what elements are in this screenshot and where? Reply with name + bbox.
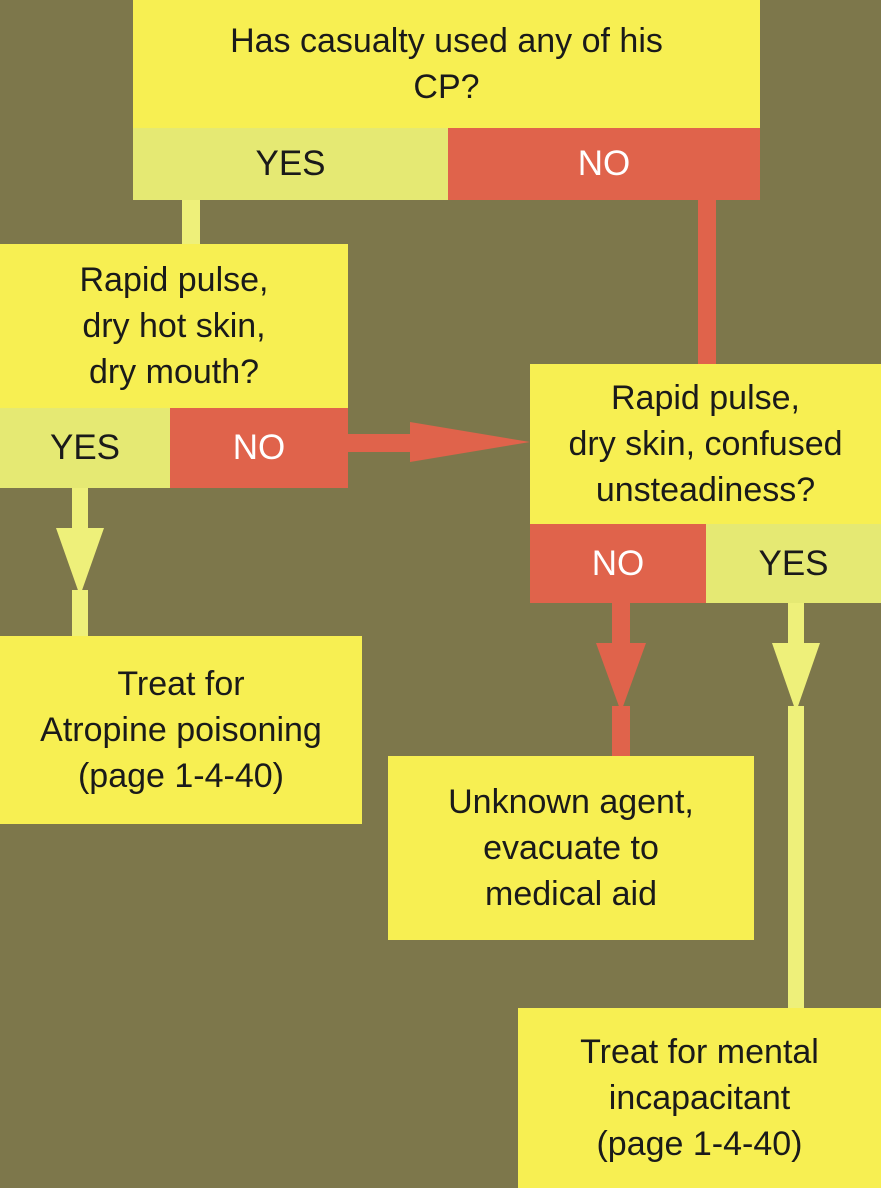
q3-yes-option: YES [706, 524, 881, 603]
outcome-unknown-line-3: medical aid [485, 875, 657, 913]
question-confused-unsteadiness-line-3: unsteadiness? [595, 471, 816, 509]
connector-q1-no [698, 200, 716, 366]
q3-no-option: NO [530, 524, 706, 603]
question-cp-used-line-1: Has casualty used any of his [230, 22, 663, 60]
outcome-mental-line-3: (page 1-4-40) [596, 1125, 803, 1163]
q2-no-option: NO [170, 408, 348, 488]
outcome-unknown-agent: Unknown agent, evacuate to medical aid [388, 756, 754, 940]
outcome-atropine-poisoning: Treat for Atropine poisoning (page 1-4-4… [0, 636, 362, 824]
q1-no-option: NO [448, 128, 760, 200]
outcome-atropine-line-2: Atropine poisoning [40, 711, 322, 749]
outcome-unknown-line-2: evacuate to [483, 829, 659, 867]
question-dry-hot-skin-line-1: Rapid pulse, [79, 261, 269, 299]
outcome-mental-incapacitant: Treat for mental incapacitant (page 1-4-… [518, 1008, 881, 1188]
connector-q1-yes [182, 200, 200, 246]
connector-q2-yes-stem [72, 590, 88, 636]
connector-q3-no-arrow [596, 603, 646, 712]
outcome-unknown-line-1: Unknown agent, [448, 783, 694, 821]
question-dry-hot-skin: Rapid pulse, dry hot skin, dry mouth? [0, 244, 348, 408]
question-dry-hot-skin-line-2: dry hot skin, [82, 307, 266, 345]
connector-q2-yes-arrow [56, 488, 104, 596]
question-confused-unsteadiness-line-2: dry skin, confused [568, 425, 843, 463]
outcome-mental-line-1: Treat for mental [580, 1033, 819, 1071]
outcome-mental-line-2: incapacitant [608, 1079, 791, 1117]
question-confused-unsteadiness-line-1: Rapid pulse, [610, 379, 800, 417]
outcome-atropine-line-1: Treat for [117, 665, 245, 703]
connector-q3-yes-arrow [772, 603, 820, 712]
connector-q3-no-stem [612, 706, 630, 756]
question-dry-hot-skin-line-3: dry mouth? [88, 353, 260, 391]
question-cp-used-line-2: CP? [413, 68, 480, 106]
connector-q3-yes-stem [788, 706, 804, 1008]
question-confused-unsteadiness: Rapid pulse, dry skin, confused unsteadi… [530, 364, 881, 524]
q2-yes-option: YES [0, 408, 170, 488]
outcome-atropine-line-3: (page 1-4-40) [77, 757, 284, 795]
question-cp-used: Has casualty used any of his CP? [133, 0, 760, 128]
connector-q2-no-arrow [348, 422, 530, 462]
q1-yes-option: YES [133, 128, 448, 200]
